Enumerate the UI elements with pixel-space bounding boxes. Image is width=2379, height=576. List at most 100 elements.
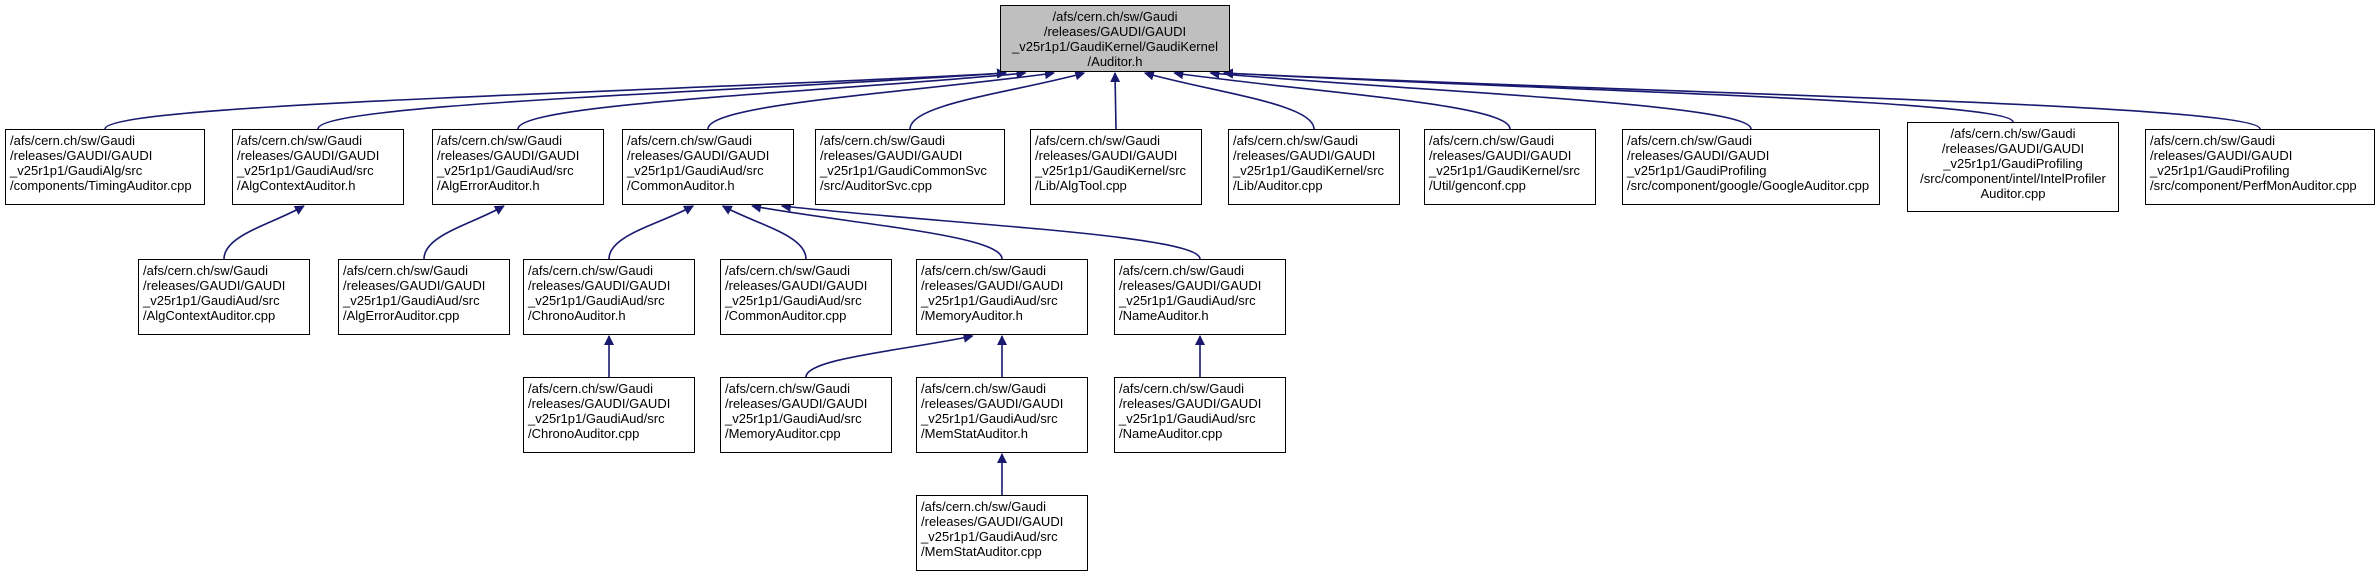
node-label-line: _v25r1p1/GaudiAud/src — [627, 163, 764, 178]
node-label-line: /releases/GAUDI/GAUDI — [921, 514, 1064, 529]
node-intel[interactable]: /afs/cern.ch/sw/Gaudi/releases/GAUDI/GAU… — [1907, 122, 2119, 212]
node-label-line: /afs/cern.ch/sw/Gaudi — [921, 381, 1046, 396]
edge-timing-to-root — [104, 68, 1007, 130]
node-label-line: _v25r1p1/GaudiAud/src — [1119, 411, 1256, 426]
node-label-line: /afs/cern.ch/sw/Gaudi — [528, 263, 653, 278]
edge-algctx_cpp-to-algctx_h — [223, 205, 305, 260]
node-algerr-cpp[interactable]: /afs/cern.ch/sw/Gaudi/releases/GAUDI/GAU… — [338, 259, 510, 335]
node-label-line: /afs/cern.ch/sw/Gaudi — [1233, 133, 1358, 148]
node-label-line: /releases/GAUDI/GAUDI — [1233, 148, 1376, 163]
node-label-line: /Lib/AlgTool.cpp — [1035, 178, 1127, 193]
edge-google-to-root — [1209, 68, 1752, 130]
node-label-line: /src/component/google/GoogleAuditor.cpp — [1627, 178, 1870, 193]
node-label-line: /AlgErrorAuditor.cpp — [343, 308, 460, 323]
node-label-line: /MemoryAuditor.h — [921, 308, 1023, 323]
node-memstat-h[interactable]: /afs/cern.ch/sw/Gaudi/releases/GAUDI/GAU… — [916, 377, 1088, 453]
node-label-line: /components/TimingAuditor.cpp — [10, 178, 192, 193]
node-name-cpp[interactable]: /afs/cern.ch/sw/Gaudi/releases/GAUDI/GAU… — [1114, 377, 1286, 453]
node-auditor-cpp[interactable]: /afs/cern.ch/sw/Gaudi/releases/GAUDI/GAU… — [1228, 129, 1400, 205]
node-label-line: /releases/GAUDI/GAUDI — [143, 278, 286, 293]
node-label-line: _v25r1p1/GaudiAud/src — [437, 163, 574, 178]
node-label-line: /afs/cern.ch/sw/Gaudi — [725, 263, 850, 278]
node-label-line: _v25r1p1/GaudiCommonSvc — [820, 163, 987, 178]
node-label-line: /afs/cern.ch/sw/Gaudi — [1035, 133, 1160, 148]
edge-auditor_cpp-to-root — [1143, 70, 1315, 130]
node-algctx-h[interactable]: /afs/cern.ch/sw/Gaudi/releases/GAUDI/GAU… — [232, 129, 404, 205]
node-memory-h[interactable]: /afs/cern.ch/sw/Gaudi/releases/GAUDI/GAU… — [916, 259, 1088, 335]
node-label-line: /afs/cern.ch/sw/Gaudi — [1950, 126, 2076, 141]
node-label-line: /src/component/intel/IntelProfiler — [1920, 171, 2106, 186]
node-label-line: /MemoryAuditor.cpp — [725, 426, 841, 441]
node-label-line: /releases/GAUDI/GAUDI — [1627, 148, 1770, 163]
node-label-line: /releases/GAUDI/GAUDI — [725, 396, 868, 411]
edge-common_cpp-to-common_h — [721, 205, 807, 260]
node-label-line: /NameAuditor.cpp — [1119, 426, 1223, 441]
node-algerr-h[interactable]: /afs/cern.ch/sw/Gaudi/releases/GAUDI/GAU… — [432, 129, 604, 205]
node-label-line: /afs/cern.ch/sw/Gaudi — [1052, 9, 1178, 24]
node-label-line: _v25r1p1/GaudiAud/src — [921, 411, 1058, 426]
node-label-line: /releases/GAUDI/GAUDI — [1119, 278, 1262, 293]
node-common-cpp[interactable]: /afs/cern.ch/sw/Gaudi/releases/GAUDI/GAU… — [720, 259, 892, 335]
node-label-line: /Util/genconf.cpp — [1429, 178, 1526, 193]
node-label-line: _v25r1p1/GaudiAud/src — [921, 529, 1058, 544]
node-label-line: /releases/GAUDI/GAUDI — [1119, 396, 1262, 411]
node-label-line: /afs/cern.ch/sw/Gaudi — [528, 381, 653, 396]
node-name-h[interactable]: /afs/cern.ch/sw/Gaudi/releases/GAUDI/GAU… — [1114, 259, 1286, 335]
edge-auditorsvc-to-root — [909, 70, 1086, 130]
node-label-line: /releases/GAUDI/GAUDI — [1043, 24, 1187, 39]
node-label-line: /MemStatAuditor.h — [921, 426, 1028, 441]
node-label-line: /releases/GAUDI/GAUDI — [725, 278, 868, 293]
node-google[interactable]: /afs/cern.ch/sw/Gaudi/releases/GAUDI/GAU… — [1622, 129, 1880, 205]
node-label-line: /afs/cern.ch/sw/Gaudi — [1627, 133, 1752, 148]
node-label-line: /releases/GAUDI/GAUDI — [437, 148, 580, 163]
node-genconf[interactable]: /afs/cern.ch/sw/Gaudi/releases/GAUDI/GAU… — [1424, 129, 1596, 205]
node-label-line: /afs/cern.ch/sw/Gaudi — [10, 133, 135, 148]
node-label-line: /afs/cern.ch/sw/Gaudi — [627, 133, 752, 148]
node-label-line: _v25r1p1/GaudiKernel/src — [1233, 163, 1385, 178]
node-label-line: /releases/GAUDI/GAUDI — [1035, 148, 1178, 163]
edge-intel-to-root — [1223, 68, 2014, 123]
node-label-line: /afs/cern.ch/sw/Gaudi — [725, 381, 850, 396]
node-label-line: /releases/GAUDI/GAUDI — [1429, 148, 1572, 163]
node-label-line: _v25r1p1/GaudiAud/src — [143, 293, 280, 308]
node-label-line: _v25r1p1/GaudiAud/src — [725, 411, 862, 426]
node-label-line: /releases/GAUDI/GAUDI — [1941, 141, 2085, 156]
node-label-line: /CommonAuditor.cpp — [725, 308, 847, 323]
node-label-line: /MemStatAuditor.cpp — [921, 544, 1042, 559]
node-label-line: _v25r1p1/GaudiAud/src — [921, 293, 1058, 308]
edge-algerr_h-to-root — [517, 68, 1027, 130]
node-label-line: _v25r1p1/GaudiAud/src — [528, 293, 665, 308]
node-common-h[interactable]: /afs/cern.ch/sw/Gaudi/releases/GAUDI/GAU… — [622, 129, 794, 205]
node-label-line: /afs/cern.ch/sw/Gaudi — [921, 499, 1046, 514]
node-label-line: /releases/GAUDI/GAUDI — [921, 396, 1064, 411]
edge-algctx_h-to-root — [317, 68, 1007, 130]
node-label-line: /releases/GAUDI/GAUDI — [343, 278, 486, 293]
node-chrono-h[interactable]: /afs/cern.ch/sw/Gaudi/releases/GAUDI/GAU… — [523, 259, 695, 335]
node-memory-cpp[interactable]: /afs/cern.ch/sw/Gaudi/releases/GAUDI/GAU… — [720, 377, 892, 453]
node-label-line: _v25r1p1/GaudiProfiling — [1943, 156, 2083, 171]
node-label-line: _v25r1p1/GaudiKernel/src — [1429, 163, 1581, 178]
node-chrono-cpp[interactable]: /afs/cern.ch/sw/Gaudi/releases/GAUDI/GAU… — [523, 377, 695, 453]
edge-genconf-to-root — [1173, 69, 1511, 130]
edge-algtool-to-root — [1110, 72, 1121, 130]
node-algctx-cpp[interactable]: /afs/cern.ch/sw/Gaudi/releases/GAUDI/GAU… — [138, 259, 310, 335]
node-label-line: /releases/GAUDI/GAUDI — [627, 148, 770, 163]
node-label-line: /releases/GAUDI/GAUDI — [528, 278, 671, 293]
edge-chrono_h-to-common_h — [608, 205, 695, 260]
node-label-line: _v25r1p1/GaudiAlg/src — [10, 163, 143, 178]
node-timing[interactable]: /afs/cern.ch/sw/Gaudi/releases/GAUDI/GAU… — [5, 129, 205, 205]
node-label-line: /afs/cern.ch/sw/Gaudi — [2150, 133, 2275, 148]
node-auditorsvc[interactable]: /afs/cern.ch/sw/Gaudi/releases/GAUDI/GAU… — [815, 129, 1005, 205]
node-label-line: _v25r1p1/GaudiKernel/GaudiKernel — [1012, 39, 1218, 54]
node-algtool[interactable]: /afs/cern.ch/sw/Gaudi/releases/GAUDI/GAU… — [1030, 129, 1202, 205]
node-root[interactable]: /afs/cern.ch/sw/Gaudi/releases/GAUDI/GAU… — [1000, 5, 1230, 72]
node-label-line: /releases/GAUDI/GAUDI — [820, 148, 963, 163]
node-label-line: /src/component/PerfMonAuditor.cpp — [2150, 178, 2357, 193]
node-memstat-cpp[interactable]: /afs/cern.ch/sw/Gaudi/releases/GAUDI/GAU… — [916, 495, 1088, 571]
node-label-line: _v25r1p1/GaudiAud/src — [237, 163, 374, 178]
node-perfmon[interactable]: /afs/cern.ch/sw/Gaudi/releases/GAUDI/GAU… — [2145, 129, 2375, 205]
node-label-line: /afs/cern.ch/sw/Gaudi — [921, 263, 1046, 278]
node-label-line: /CommonAuditor.h — [627, 178, 735, 193]
node-label-line: _v25r1p1/GaudiProfiling — [2150, 163, 2290, 178]
